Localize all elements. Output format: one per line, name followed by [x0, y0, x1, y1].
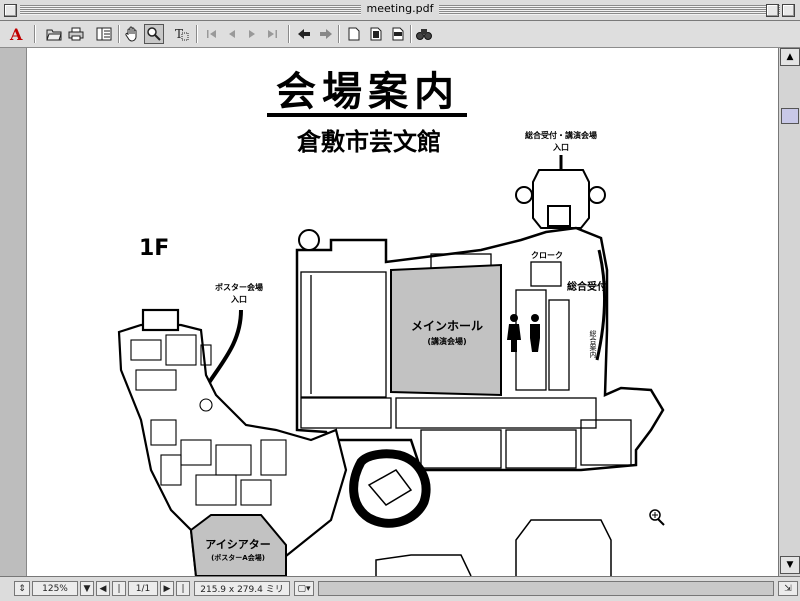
next-page-button[interactable]: ▶ — [160, 581, 174, 596]
poster-entrance-label-2: 入口 — [230, 295, 247, 304]
pdf-page[interactable]: 会場案内 倉敷市芸文館 1F 総合受付・講演会場 入口 ポスター会場 入口 — [26, 48, 779, 576]
ai-theater-label: アイシアター — [205, 538, 270, 551]
main-entrance-label: 総合受付・講演会場 — [525, 130, 597, 140]
map-subheading: 倉敷市芸文館 — [296, 128, 441, 156]
restroom-icon — [507, 314, 540, 352]
zoom-cursor-icon — [649, 509, 665, 526]
fit-page-icon[interactable] — [366, 24, 386, 44]
page-layout-icon[interactable]: ▢▾ — [294, 581, 314, 596]
document-area[interactable]: 会場案内 倉敷市芸文館 1F 総合受付・講演会場 入口 ポスター会場 入口 — [0, 48, 779, 576]
reception-label: 総合受付 — [567, 280, 607, 293]
circle-annotation — [349, 449, 431, 528]
first-page-icon[interactable] — [202, 24, 222, 44]
find-icon[interactable] — [414, 24, 434, 44]
toolbar-separator — [118, 25, 120, 43]
navpane-icon[interactable] — [94, 24, 114, 44]
resize-pane-icon[interactable]: ⇕ — [14, 581, 30, 596]
ai-theater — [189, 514, 287, 576]
heading-rule — [267, 113, 467, 117]
toolbar-separator — [338, 25, 340, 43]
ai-theater-sublabel: (ポスターA会場) — [211, 553, 265, 562]
info-vertical-label: 総合案内 — [589, 329, 597, 359]
zoom-dropdown-icon[interactable]: ▼ — [80, 581, 94, 596]
left-hall — [300, 271, 387, 398]
toolbar-separator — [196, 25, 198, 43]
last-page-button[interactable]: | — [176, 581, 190, 596]
window-title: meeting.pdf — [360, 2, 440, 15]
next-page-icon[interactable] — [242, 24, 262, 44]
entrance-tower — [515, 169, 606, 229]
svg-text:T: T — [175, 27, 183, 41]
page-number-field[interactable]: 1/1 — [128, 581, 158, 596]
poster-entrance-label: ポスター会場 — [215, 282, 263, 292]
open-icon[interactable] — [44, 24, 64, 44]
adobe-logo-icon[interactable]: A — [10, 25, 23, 44]
scroll-up-button[interactable]: ▲ — [780, 48, 800, 66]
toolbar-separator — [34, 25, 36, 43]
hand-tool-icon[interactable] — [122, 24, 142, 44]
go-forward-icon[interactable] — [316, 24, 336, 44]
collapse-box[interactable] — [782, 4, 795, 17]
horizontal-scrollbar[interactable] — [318, 581, 774, 596]
actual-size-icon[interactable] — [344, 24, 364, 44]
resize-handle-icon[interactable]: ⇲ — [778, 581, 798, 596]
zoom-field[interactable]: 125% — [32, 581, 78, 596]
floor-label: 1F — [139, 236, 169, 261]
print-icon[interactable] — [66, 24, 86, 44]
vertical-scrollbar[interactable]: ▲ ▼ — [778, 48, 800, 576]
toolbar-separator — [410, 25, 412, 43]
main-hall-label: メインホール — [411, 319, 483, 333]
text-select-icon[interactable]: T — [172, 24, 192, 44]
document-margin — [0, 48, 27, 576]
main-hall-sublabel: (講演会場) — [427, 336, 466, 346]
close-box[interactable] — [4, 4, 17, 17]
main-hall — [390, 263, 502, 397]
prev-page-button[interactable]: ◀ — [96, 581, 110, 596]
cloak-label: クローク — [531, 250, 563, 260]
scroll-thumb[interactable] — [781, 108, 799, 124]
map-heading: 会場案内 — [276, 69, 460, 115]
lower-building — [515, 519, 612, 576]
floor-map: 会場案内 倉敷市芸文館 1F 総合受付・講演会場 入口 ポスター会場 入口 — [117, 69, 665, 576]
zoom-tool-icon[interactable] — [144, 24, 164, 44]
title-bar[interactable]: meeting.pdf — [0, 0, 800, 21]
first-page-button[interactable]: | — [112, 581, 126, 596]
status-bar: ⇕ 125% ▼ ◀ | 1/1 ▶ | 215.9 x 279.4 ミリ ▢▾… — [0, 576, 800, 601]
zoom-box[interactable] — [766, 4, 779, 17]
prev-page-icon[interactable] — [222, 24, 242, 44]
fit-width-icon[interactable] — [388, 24, 408, 44]
go-back-icon[interactable] — [294, 24, 314, 44]
toolbar-separator — [288, 25, 290, 43]
page-size-field: 215.9 x 279.4 ミリ — [194, 581, 290, 596]
toolbar: A T — [0, 21, 800, 48]
main-entrance-label-2: 入口 — [552, 143, 569, 152]
last-page-icon[interactable] — [262, 24, 282, 44]
scroll-down-button[interactable]: ▼ — [780, 556, 800, 574]
